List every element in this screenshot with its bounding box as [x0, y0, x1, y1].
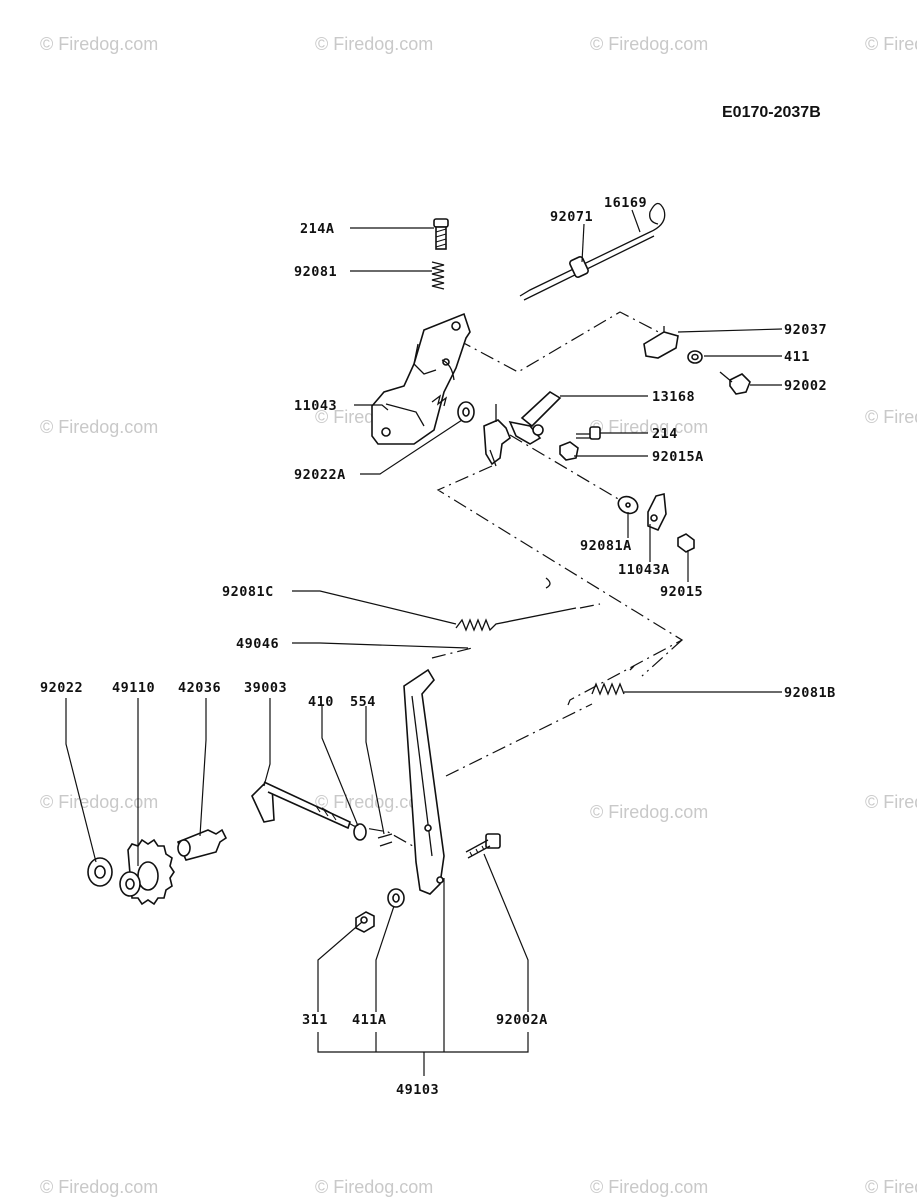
watermark: © Firedog.com	[865, 1177, 917, 1197]
part-label-554[interactable]: 554	[350, 694, 376, 710]
spring-92081c	[455, 607, 577, 632]
part-label-411a[interactable]: 411A	[352, 1012, 387, 1028]
part-label-92081[interactable]: 92081	[294, 264, 337, 280]
rod-39003	[251, 781, 351, 830]
bolt-92002	[719, 371, 751, 395]
washer-410	[353, 823, 367, 841]
clip-92037	[643, 326, 679, 359]
governor-lever	[483, 404, 511, 467]
part-label-92002[interactable]: 92002	[784, 378, 827, 394]
governor-gear-49110	[119, 838, 175, 906]
part-label-16169[interactable]: 16169	[604, 195, 647, 211]
watermark: © Firedog.com	[40, 417, 158, 437]
part-label-11043[interactable]: 11043	[294, 398, 337, 414]
watermark: © Firedog.com	[865, 792, 917, 812]
clip-92071	[569, 256, 589, 278]
nut-92015a	[559, 441, 579, 461]
part-label-49110[interactable]: 49110	[112, 680, 155, 696]
link-13168	[508, 391, 562, 445]
rod-49046	[545, 577, 551, 589]
watermark: © Firedog.com	[590, 417, 708, 437]
part-label-11043a[interactable]: 11043A	[618, 562, 670, 578]
part-label-92002a[interactable]: 92002A	[496, 1012, 548, 1028]
part-label-92015[interactable]: 92015	[660, 584, 703, 600]
leader-lines	[65, 209, 783, 1076]
watermark: © Firedog.com	[590, 1177, 708, 1197]
part-label-311[interactable]: 311	[302, 1012, 328, 1028]
part-label-92022a[interactable]: 92022A	[294, 467, 346, 483]
watermark: © Firedog.com	[40, 792, 158, 812]
part-label-214[interactable]: 214	[652, 426, 678, 442]
clip-554	[377, 833, 393, 847]
watermarks: © Firedog.com © Firedog.com © Firedog.co…	[40, 34, 917, 1197]
part-labels: 214A 92081 92071 16169 92037 411 92002 1…	[40, 195, 836, 1098]
nut-92015	[677, 533, 695, 553]
part-label-92081c[interactable]: 92081C	[222, 584, 274, 600]
part-label-92015a[interactable]: 92015A	[652, 449, 704, 465]
watermark: © Firedog.com	[315, 1177, 433, 1197]
washer-92081a	[617, 495, 639, 515]
rod-16169	[519, 202, 666, 301]
part-label-92081a[interactable]: 92081A	[580, 538, 632, 554]
watermark: © Firedog.com	[865, 407, 917, 427]
washer-411a	[387, 888, 405, 908]
part-label-92081b[interactable]: 92081B	[784, 685, 836, 701]
spring-92081	[431, 261, 445, 290]
part-label-214a[interactable]: 214A	[300, 221, 335, 237]
plate-11043a	[647, 492, 667, 532]
part-label-39003[interactable]: 39003	[244, 680, 287, 696]
part-label-49103[interactable]: 49103	[396, 1082, 439, 1098]
bolt-92002a	[465, 833, 501, 859]
part-label-410[interactable]: 410	[308, 694, 334, 710]
watermark: © Firedog.com	[865, 34, 917, 54]
watermark: © Firedog.com	[590, 34, 708, 54]
watermark: © Firedog.com	[315, 792, 433, 812]
nut-311	[355, 911, 375, 933]
part-label-92071[interactable]: 92071	[550, 209, 593, 225]
part-label-13168[interactable]: 13168	[652, 389, 695, 405]
diagram-code: E0170-2037B	[722, 104, 821, 121]
watermark: © Firedog.com	[590, 802, 708, 822]
assembly-dash-lines	[321, 311, 684, 851]
washer-411	[687, 350, 703, 364]
washer-92022	[87, 857, 113, 887]
screw-214a	[433, 218, 449, 250]
watermark: © Firedog.com	[40, 34, 158, 54]
bracket-plate-11043	[371, 312, 471, 445]
shaft-42036	[176, 828, 228, 861]
watermark: © Firedog.com	[315, 34, 433, 54]
part-label-92022[interactable]: 92022	[40, 680, 83, 696]
part-label-42036[interactable]: 42036	[178, 680, 221, 696]
control-lever-49103	[403, 668, 445, 895]
washer-92022a	[457, 401, 475, 423]
part-label-92037[interactable]: 92037	[784, 322, 827, 338]
screw-214	[576, 426, 601, 440]
part-label-49046[interactable]: 49046	[236, 636, 279, 652]
spring-92081b	[591, 665, 635, 696]
watermark: © Firedog.com	[40, 1177, 158, 1197]
part-label-411[interactable]: 411	[784, 349, 810, 365]
small-spring	[431, 394, 448, 407]
